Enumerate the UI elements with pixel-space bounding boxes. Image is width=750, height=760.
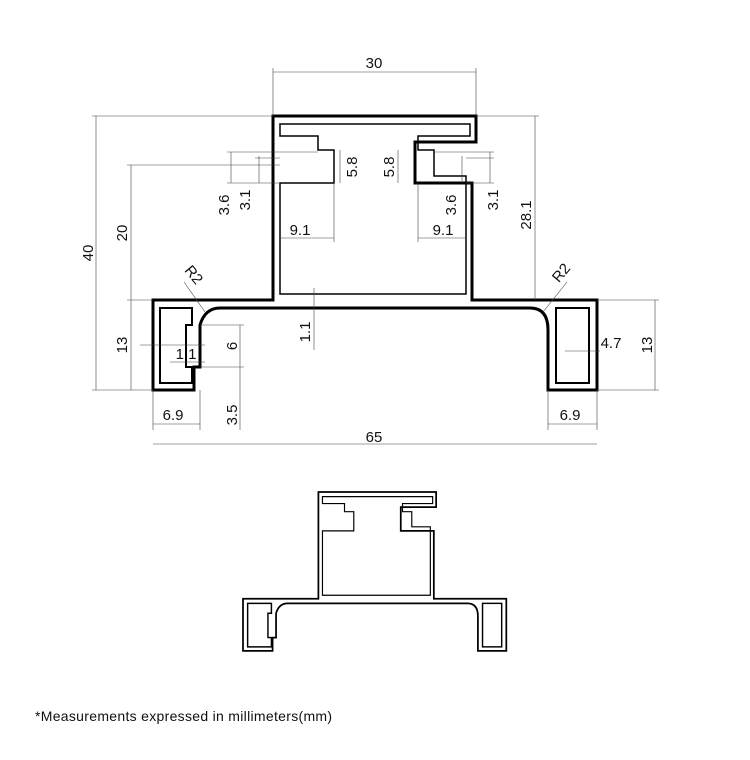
preview-outer-outline: [242, 491, 508, 652]
dim-radius-left: R2: [181, 262, 206, 288]
dim-slot-left-inner: 3.1: [237, 190, 254, 211]
dim-right-box-width: 4.7: [601, 335, 622, 352]
dim-radius-right: R2: [549, 260, 574, 286]
dim-slot-left-outer: 3.6: [216, 195, 233, 216]
profile-right-box: [555, 307, 590, 384]
dim-right-base-height: 13: [639, 337, 656, 354]
dim-inner-height-left: 5.8: [344, 157, 361, 178]
dim-inner-height-right: 5.8: [381, 157, 398, 178]
dim-left-bottom-gap: 3.5: [224, 405, 241, 426]
dimension-lines: [92, 68, 659, 445]
dim-slot-right-outer: 3.6: [443, 195, 460, 216]
profile-main: [151, 114, 599, 392]
dim-overall-height: 40: [80, 245, 97, 262]
profile-left-channel: [159, 307, 193, 384]
profile-outer-outline: [151, 114, 599, 392]
dim-wall-thickness: 1.1: [297, 322, 314, 343]
dim-left-slot-opening: 6: [224, 342, 241, 350]
dimension-labels: 30 5.8 5.8 3.6 3.1 3.6 3.1 9.1 9.1 40 20…: [80, 55, 656, 446]
dim-right-foot-width: 6.9: [560, 407, 581, 424]
dim-slot-right-inner: 3.1: [485, 190, 502, 211]
dim-overall-width: 65: [366, 429, 383, 446]
dim-web-offset-right: 9.1: [433, 222, 454, 239]
dim-left-foot-width: 6.9: [163, 407, 184, 424]
preview-left-channel: [246, 602, 273, 648]
preview-inner-outline: [321, 496, 434, 596]
dim-left-lip-thickness: 1.1: [176, 346, 197, 363]
dim-left-base-height: 13: [114, 337, 131, 354]
dim-web-offset-left: 9.1: [290, 222, 311, 239]
profile-inner-outline: [279, 123, 471, 295]
units-note: *Measurements expressed in millimeters(m…: [35, 708, 333, 724]
profile-preview: [242, 491, 508, 652]
dim-top-width: 30: [366, 55, 383, 72]
dim-right-height: 28.1: [518, 200, 535, 229]
preview-right-box: [481, 602, 503, 648]
dim-upper-height: 20: [114, 225, 131, 242]
